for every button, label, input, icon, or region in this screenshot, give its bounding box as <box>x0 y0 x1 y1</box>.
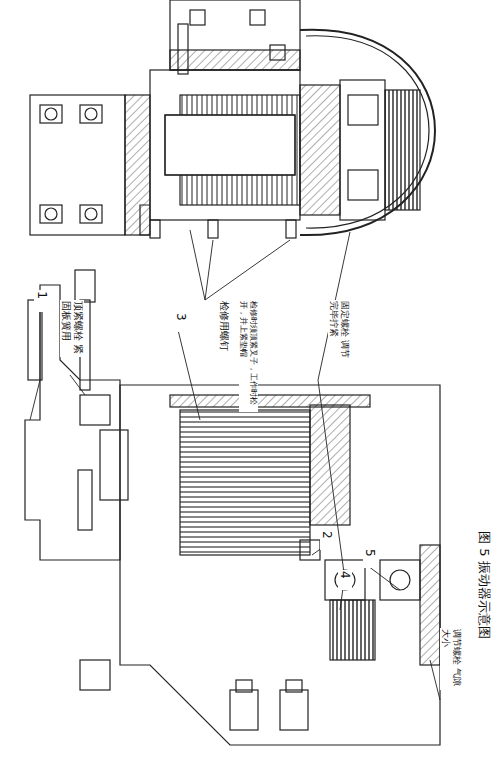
callout-number: 5 <box>363 548 377 568</box>
part-label: 顶紧螺栓 紧固板簧用 <box>60 300 84 357</box>
callout-number: 3 <box>174 312 188 332</box>
callout-number: 4 <box>338 570 352 590</box>
part-label: 检修用螺钉 <box>218 300 230 377</box>
part-label: 固定螺栓 调节完毕拧紧 <box>328 300 350 362</box>
callout-number: 1 <box>34 290 50 312</box>
callout-number: 2 <box>320 530 334 550</box>
note-text: 检修时须顶紧叉子，工作时松开，并上紧垫帽 <box>239 300 258 412</box>
part-label: 调节螺栓 气隙大小 <box>440 628 462 690</box>
figure-caption: 图 5 振动器示意图 <box>476 530 492 752</box>
